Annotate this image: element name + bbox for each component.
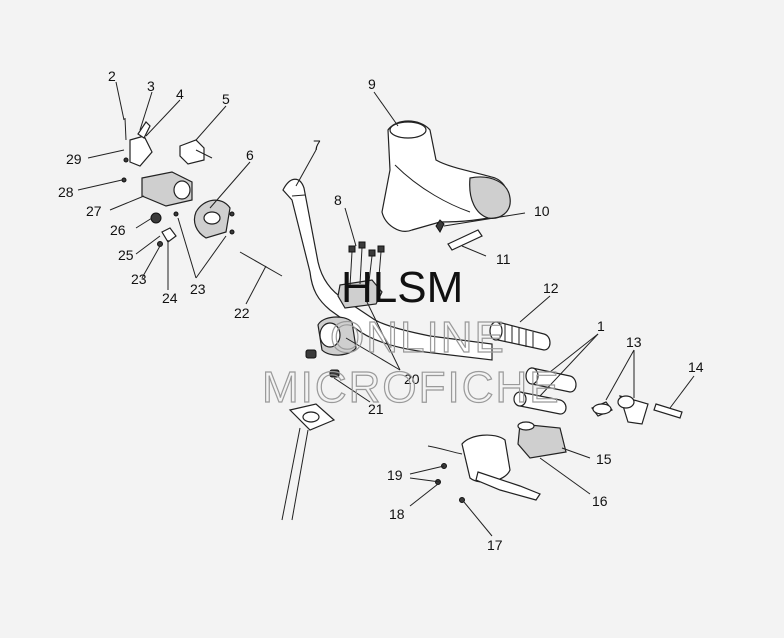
callout-18: 18	[389, 506, 405, 522]
callout-23-b: 23	[131, 271, 147, 287]
watermark-line-1: HLSM	[341, 263, 463, 312]
right-grip	[489, 321, 551, 351]
callout-6: 6	[246, 147, 254, 163]
callout-12: 12	[543, 280, 559, 296]
callout-14: 14	[688, 359, 704, 375]
callout-29: 29	[66, 151, 82, 167]
switch-assembly	[121, 117, 283, 277]
callout-5: 5	[222, 91, 230, 107]
callout-21: 21	[368, 401, 384, 417]
leader-lines	[77, 81, 695, 537]
callout-2: 2	[108, 68, 116, 84]
handlebar-clamp	[305, 279, 383, 378]
throttle-parts	[591, 395, 683, 425]
callout-10: 10	[534, 203, 550, 219]
callout-27: 27	[86, 203, 102, 219]
callout-22: 22	[234, 305, 250, 321]
callout-13: 13	[626, 334, 642, 350]
callout-4: 4	[176, 86, 184, 102]
callout-20: 20	[404, 371, 420, 387]
callout-15: 15	[596, 451, 612, 467]
cover-strap	[435, 212, 526, 251]
master-cylinder	[427, 421, 567, 503]
callout-9: 9	[368, 76, 376, 92]
callout-25: 25	[118, 247, 134, 263]
callout-23-a: 23	[190, 281, 206, 297]
steering-post	[281, 403, 336, 521]
watermark-line-3: MICROFICHE	[262, 363, 561, 412]
clamp-bolts	[348, 241, 385, 291]
callout-17: 17	[487, 537, 503, 553]
callout-16: 16	[592, 493, 608, 509]
watermark: HLSM ONLINE MICROFICHE	[261, 263, 561, 413]
callout-24: 24	[162, 290, 178, 306]
callout-3: 3	[147, 78, 155, 94]
callout-26: 26	[110, 222, 126, 238]
callout-8: 8	[334, 192, 342, 208]
callout-11: 11	[496, 251, 511, 267]
handlebar	[282, 178, 493, 361]
callout-labels: 2 3 4 5 6 7 8 9 10 11 12 1 13 14 15 16 1…	[58, 68, 704, 553]
callout-19: 19	[387, 467, 403, 483]
callout-7: 7	[313, 137, 321, 153]
grips	[513, 367, 577, 415]
handlebar-cover	[381, 120, 511, 232]
watermark-line-2: ONLINE	[330, 313, 506, 362]
callout-28: 28	[58, 184, 74, 200]
callout-1: 1	[597, 318, 605, 334]
